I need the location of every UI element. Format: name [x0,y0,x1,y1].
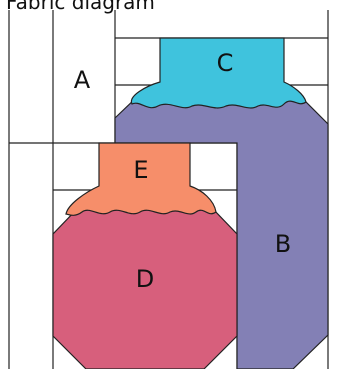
label-a: A [74,66,91,94]
label-d: D [136,265,154,293]
diagram-title: Fabric diagram [6,0,155,14]
lid-c [130,37,307,109]
label-e: E [133,156,148,184]
jar-d [52,207,238,369]
lid-e [65,142,217,216]
label-b: B [275,230,291,258]
label-c: C [217,49,234,77]
